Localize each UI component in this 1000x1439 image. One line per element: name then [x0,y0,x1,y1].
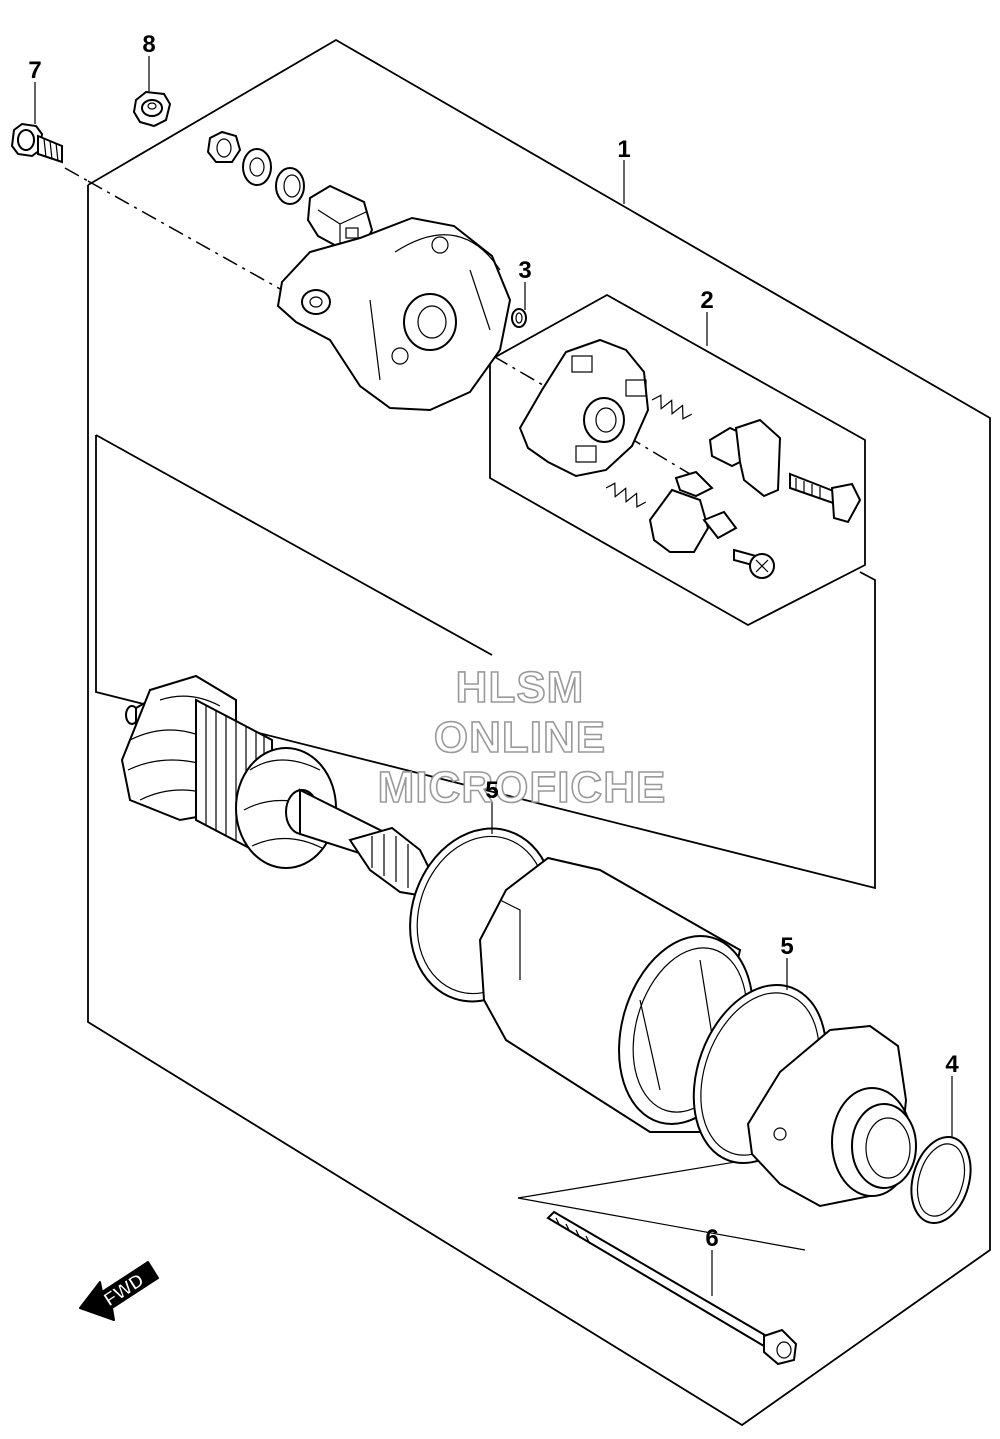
fwd-arrow-icon [79,1261,159,1321]
callout-1: 1 [617,136,630,163]
assembly-frame [87,38,991,1427]
callout-5-front: 5 [485,777,498,804]
callout-8: 8 [142,31,155,58]
flange-nut-part-8 [132,90,172,128]
fwd-arrow: FWD [79,1261,159,1321]
leader-lines [34,56,953,1296]
brush-holder-frame [489,293,866,627]
terminal-insulator [306,184,374,250]
callout-5-rear: 5 [780,933,793,960]
terminal-bolt [733,472,862,579]
callout-7: 7 [28,57,41,84]
brush-set [648,418,782,553]
o-ring-part-3 [511,308,527,328]
brush-holder [518,338,650,478]
brush-springs [605,394,693,508]
callout-6: 6 [705,1225,718,1252]
end-cover [276,216,512,412]
callout-2: 2 [700,287,713,314]
watermark-line-1: HLSM [456,663,585,712]
watermark-line-2: ONLINE [434,713,606,762]
callout-3: 3 [518,257,531,284]
callout-4: 4 [945,1051,959,1078]
o-ring-part-4 [910,1136,972,1224]
housing-end [746,1024,917,1208]
callout-numbers: 7 8 1 3 2 5 5 4 6 [28,31,959,1252]
watermark: HLSM ONLINE MICROFICHE [377,662,667,813]
through-bolt-part-6 [546,1210,798,1366]
armature [120,674,434,898]
washer-set [206,130,305,205]
flange-bolt-part-7 [10,122,63,164]
watermark-line-3: MICROFICHE [378,763,667,812]
